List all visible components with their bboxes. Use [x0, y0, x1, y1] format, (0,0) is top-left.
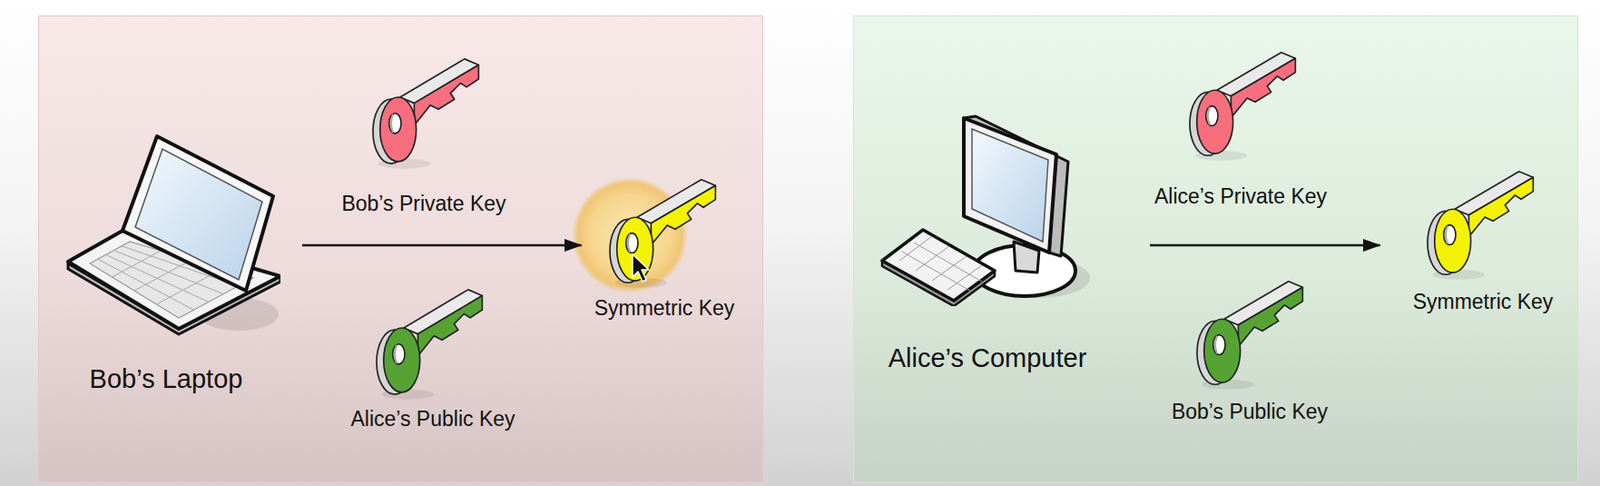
key-icon	[1187, 273, 1309, 393]
key-icon	[367, 281, 489, 403]
node-label: Bob’s Public Key	[1171, 399, 1328, 425]
computer-node: Alice’s Computer	[879, 114, 1092, 374]
highlight-glow	[571, 176, 688, 294]
laptop-node: Bob’s Laptop	[66, 132, 281, 395]
node-label: Alice’s Private Key	[1154, 184, 1327, 210]
key-node: Bob’s Public Key	[1168, 273, 1332, 425]
key-icon	[363, 50, 485, 172]
cursor-arrow	[632, 254, 649, 282]
key-icon	[1180, 44, 1302, 164]
node-label: Symmetric Key	[1413, 289, 1554, 315]
key-node: Alice’s Private Key	[1150, 44, 1331, 210]
node-label: Bob’s Laptop	[89, 363, 244, 395]
node-label: Bob’s Private Key	[341, 191, 506, 217]
key-node: Symmetric Key	[590, 171, 739, 322]
desktop-computer-icon	[879, 114, 1092, 306]
derivation-arrow	[1149, 244, 1381, 247]
key-icon	[1418, 163, 1540, 283]
key-node: Bob’s Private Key	[337, 50, 510, 217]
key-node: Alice’s Public Key	[346, 281, 519, 432]
node-label: Alice’s Computer	[888, 342, 1088, 374]
key-icon	[600, 171, 722, 291]
derivation-arrow	[302, 244, 582, 247]
key-node: Symmetric Key	[1409, 163, 1558, 315]
node-label: Alice’s Public Key	[350, 406, 515, 432]
node-label: Symmetric Key	[594, 295, 736, 322]
laptop-icon	[66, 132, 281, 337]
